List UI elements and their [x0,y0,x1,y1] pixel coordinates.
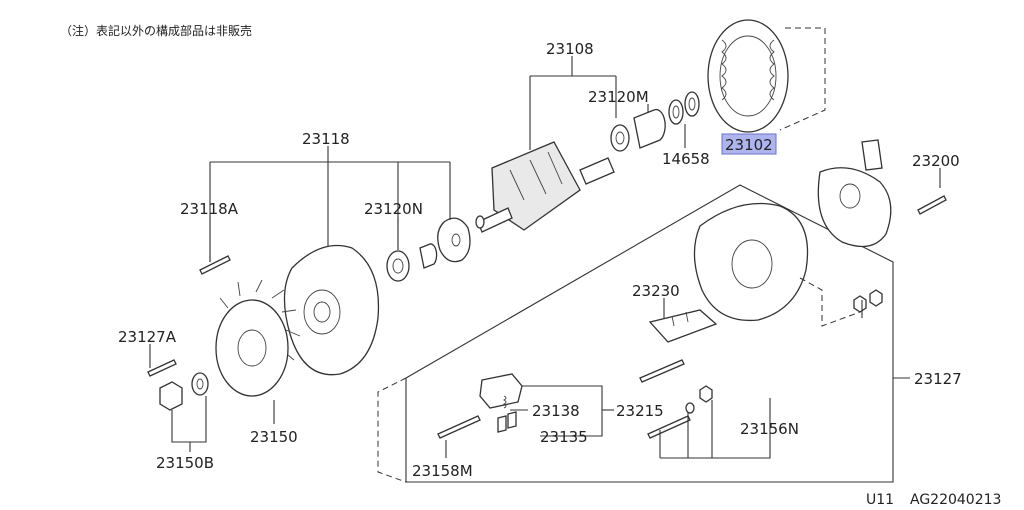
label-23108[interactable]: 23108 [546,40,594,58]
label-23158M[interactable]: 23158M [412,462,473,480]
pulley-nut-washer-drawing [159,372,209,411]
label-23118[interactable]: 23118 [302,130,350,148]
rear-housing-drawing [693,202,861,327]
rotor-drawing [475,141,615,233]
label-23138[interactable]: 23138 [532,402,580,420]
label-23120M[interactable]: 23120M [588,88,649,106]
front-bearing-drawing [386,217,471,282]
vacuum-pump-drawing [817,139,892,248]
footer-code: AG22040213 [910,492,1001,508]
pulley-fan-drawing [215,279,301,397]
label-14658[interactable]: 14658 [662,150,710,168]
stator-drawing [707,19,826,133]
label-23200[interactable]: 23200 [912,152,960,170]
front-housing-drawing [283,244,380,376]
footer-model: U11 [866,492,894,508]
regulator-drawing [648,309,718,343]
label-23150[interactable]: 23150 [250,428,298,446]
label-23118A[interactable]: 23118A [180,200,239,218]
assembly-frame-dashed [377,377,407,483]
rear-bearing-drawing [610,108,666,152]
brush-holder-drawing [479,373,523,433]
label-23215[interactable]: 23215 [616,402,664,420]
label-23120N[interactable]: 23120N [364,200,423,218]
highlight-23102 [721,133,777,155]
bolts-drawing [147,195,947,439]
hardware-nuts-drawing [685,289,883,414]
diagram-note: （注）表記以外の構成部品は非販売 [60,23,252,38]
label-23135[interactable]: 23135 [540,428,588,446]
assembly-frame [405,184,894,483]
part-labels: 23108 23120M 23102 14658 23118 23118A 23… [118,40,962,480]
label-23127[interactable]: 23127 [914,370,962,388]
collar-rings-drawing [668,91,700,125]
label-23102[interactable]: 23102 [725,136,773,154]
label-23230[interactable]: 23230 [632,282,680,300]
leader-lines [149,56,941,459]
label-23156N[interactable]: 23156N [740,420,799,438]
label-23127A[interactable]: 23127A [118,328,177,346]
label-23150B[interactable]: 23150B [156,454,214,472]
